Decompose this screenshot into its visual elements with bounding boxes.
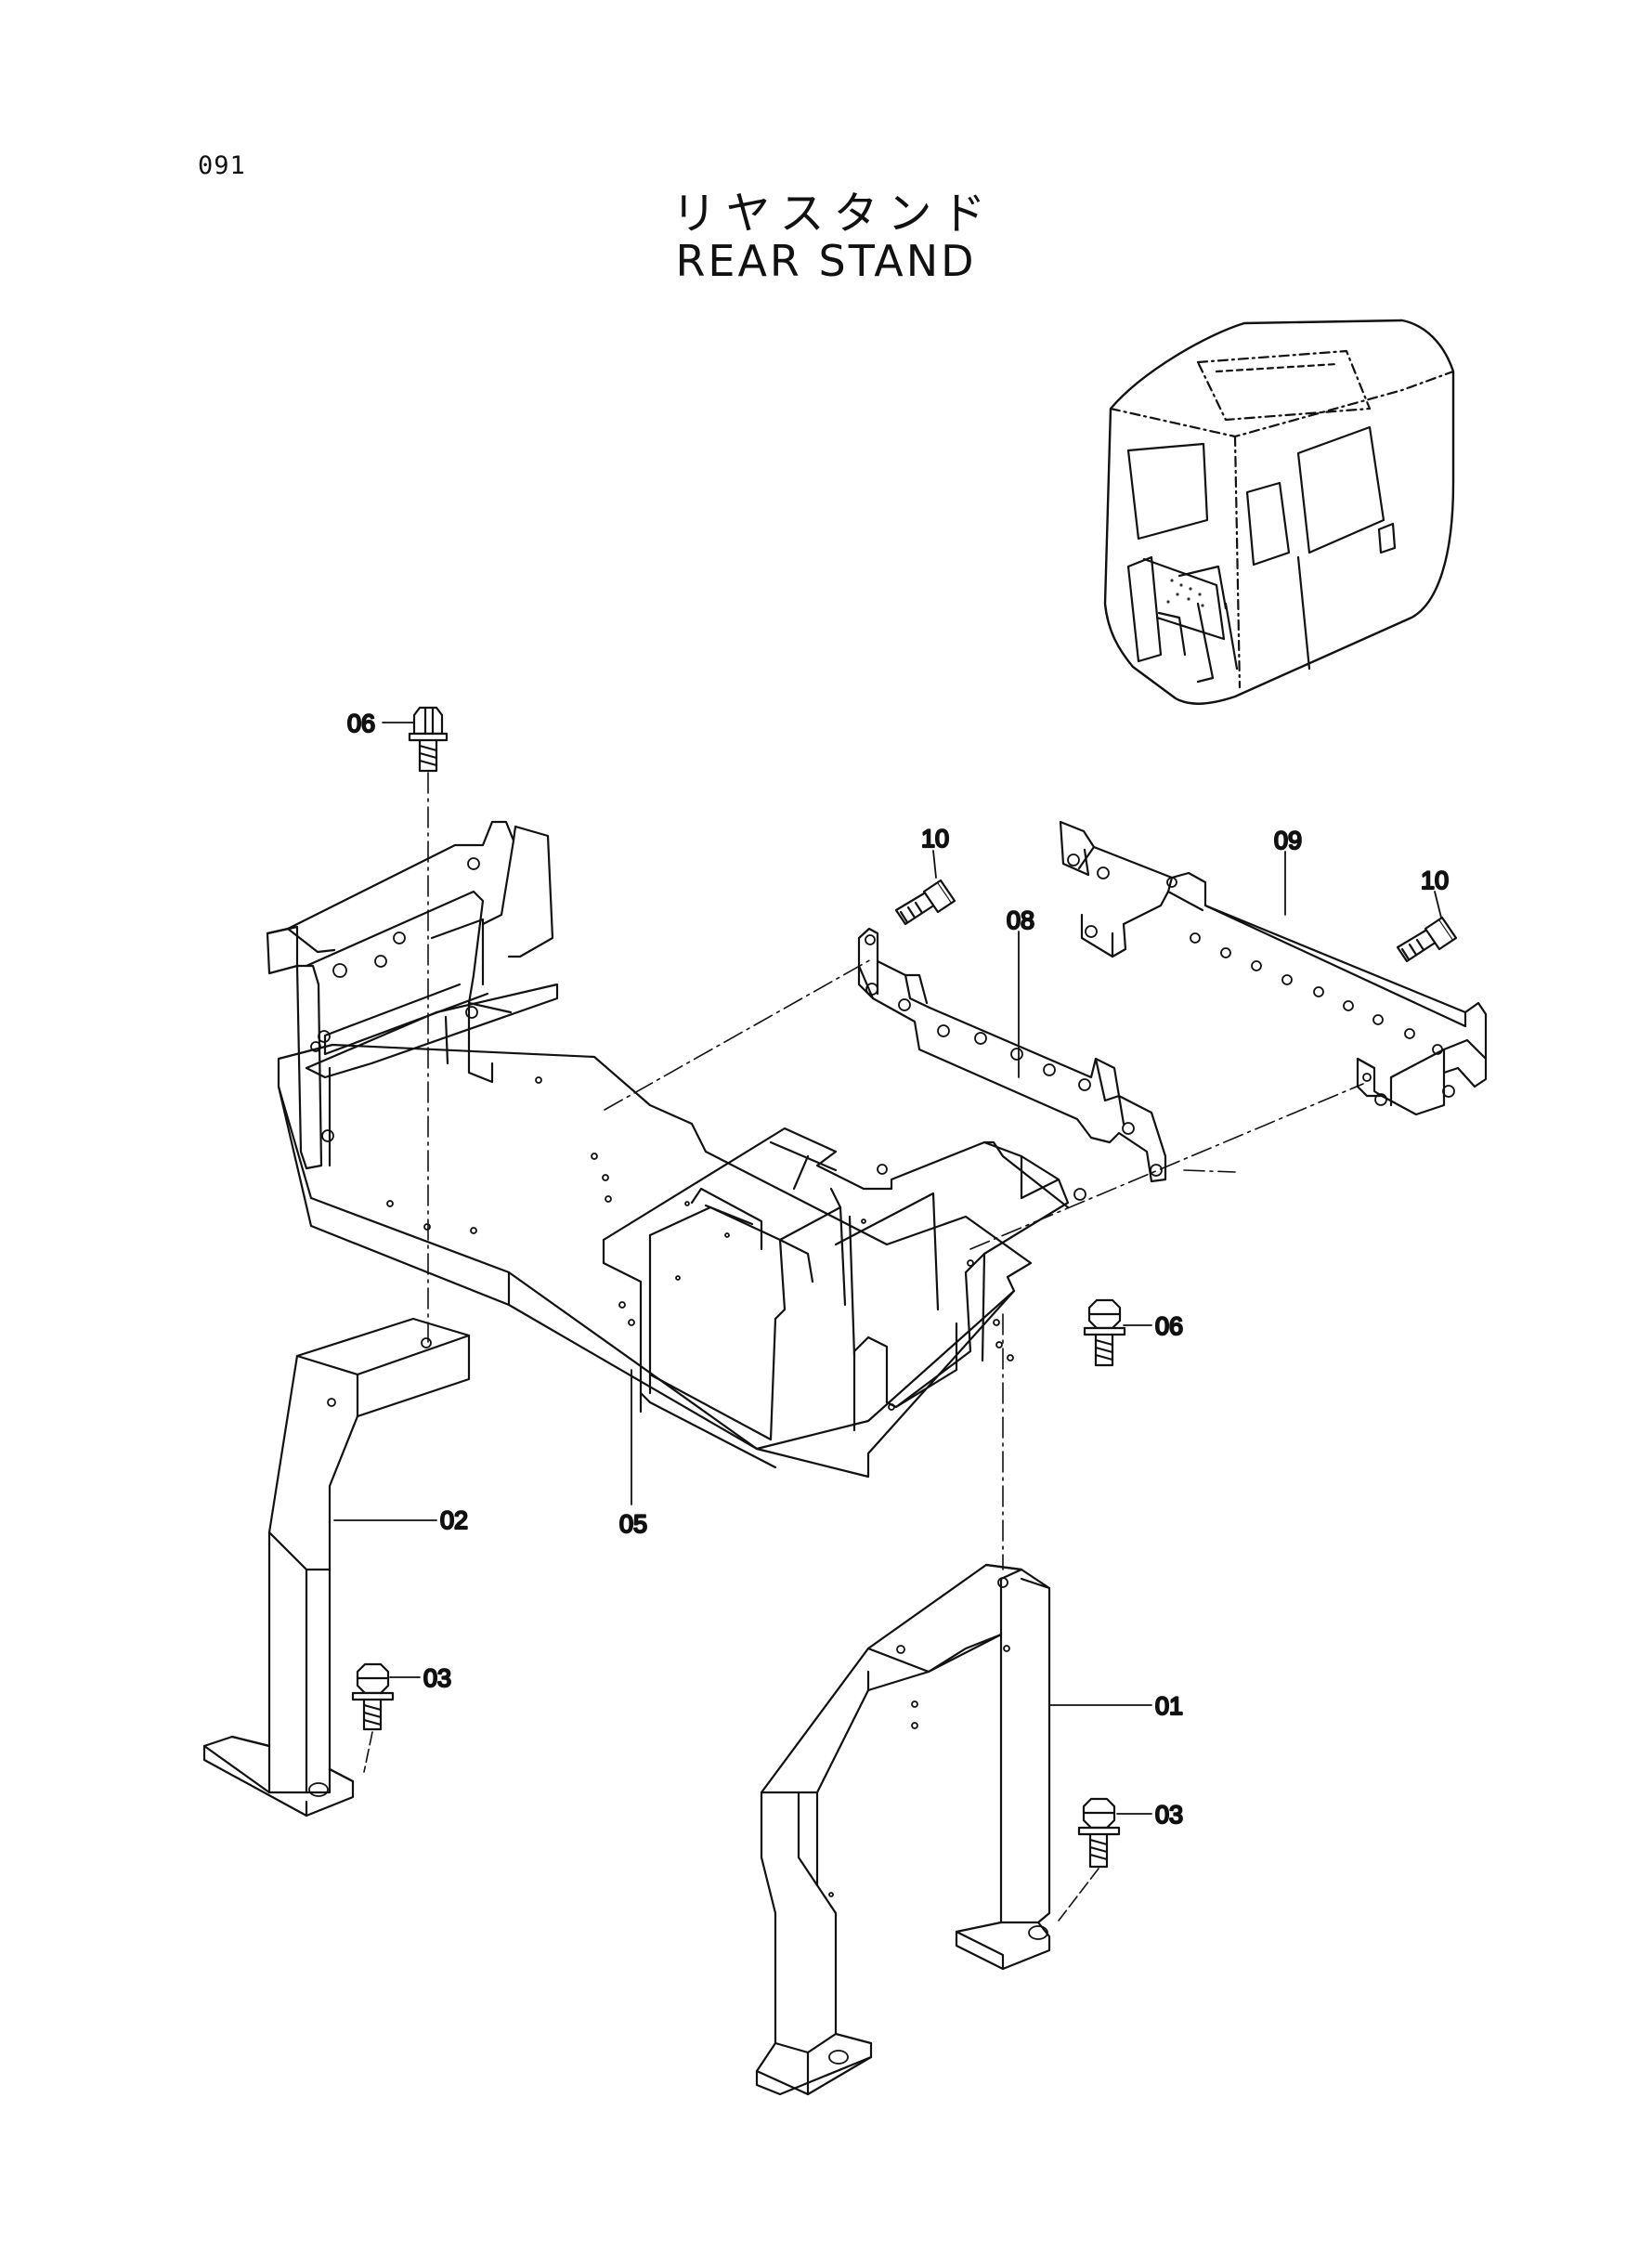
bolt-06-right bbox=[1083, 1298, 1126, 1367]
callout-08: 08 bbox=[1007, 906, 1034, 934]
bolt-axis-lines bbox=[363, 1731, 1099, 1922]
bolt-03-right bbox=[1077, 1797, 1121, 1869]
leg-02 bbox=[202, 1317, 471, 1818]
bracket-08 bbox=[857, 927, 1167, 1183]
bolt-10-right bbox=[1396, 916, 1458, 963]
callout-06-right: 06 bbox=[1155, 1312, 1183, 1340]
callout-03-left: 03 bbox=[423, 1664, 451, 1692]
bolt-06-top bbox=[408, 706, 449, 773]
title-japanese: リヤスタンド bbox=[671, 188, 995, 240]
callout-06-top: 06 bbox=[347, 710, 375, 737]
title-english: REAR STAND bbox=[675, 236, 977, 286]
callout-09: 09 bbox=[1274, 827, 1302, 854]
rear-stand-frame bbox=[266, 820, 1086, 1479]
bolt-10-left bbox=[894, 879, 956, 926]
bracket-09 bbox=[1059, 820, 1488, 1116]
callout-10-left: 10 bbox=[921, 825, 949, 853]
assembly-center-lines bbox=[427, 772, 1364, 1570]
callout-05: 05 bbox=[619, 1510, 647, 1538]
callout-03-right: 03 bbox=[1155, 1801, 1183, 1829]
callout-02: 02 bbox=[440, 1506, 468, 1534]
callout-10-right: 10 bbox=[1421, 866, 1449, 894]
bolt-03-left bbox=[351, 1662, 395, 1731]
callout-leaders bbox=[333, 722, 1442, 1815]
callout-01: 01 bbox=[1155, 1692, 1183, 1720]
cab-overview-illustration bbox=[1103, 319, 1455, 705]
leg-01 bbox=[755, 1563, 1051, 2096]
page-number: 091 bbox=[198, 151, 246, 180]
